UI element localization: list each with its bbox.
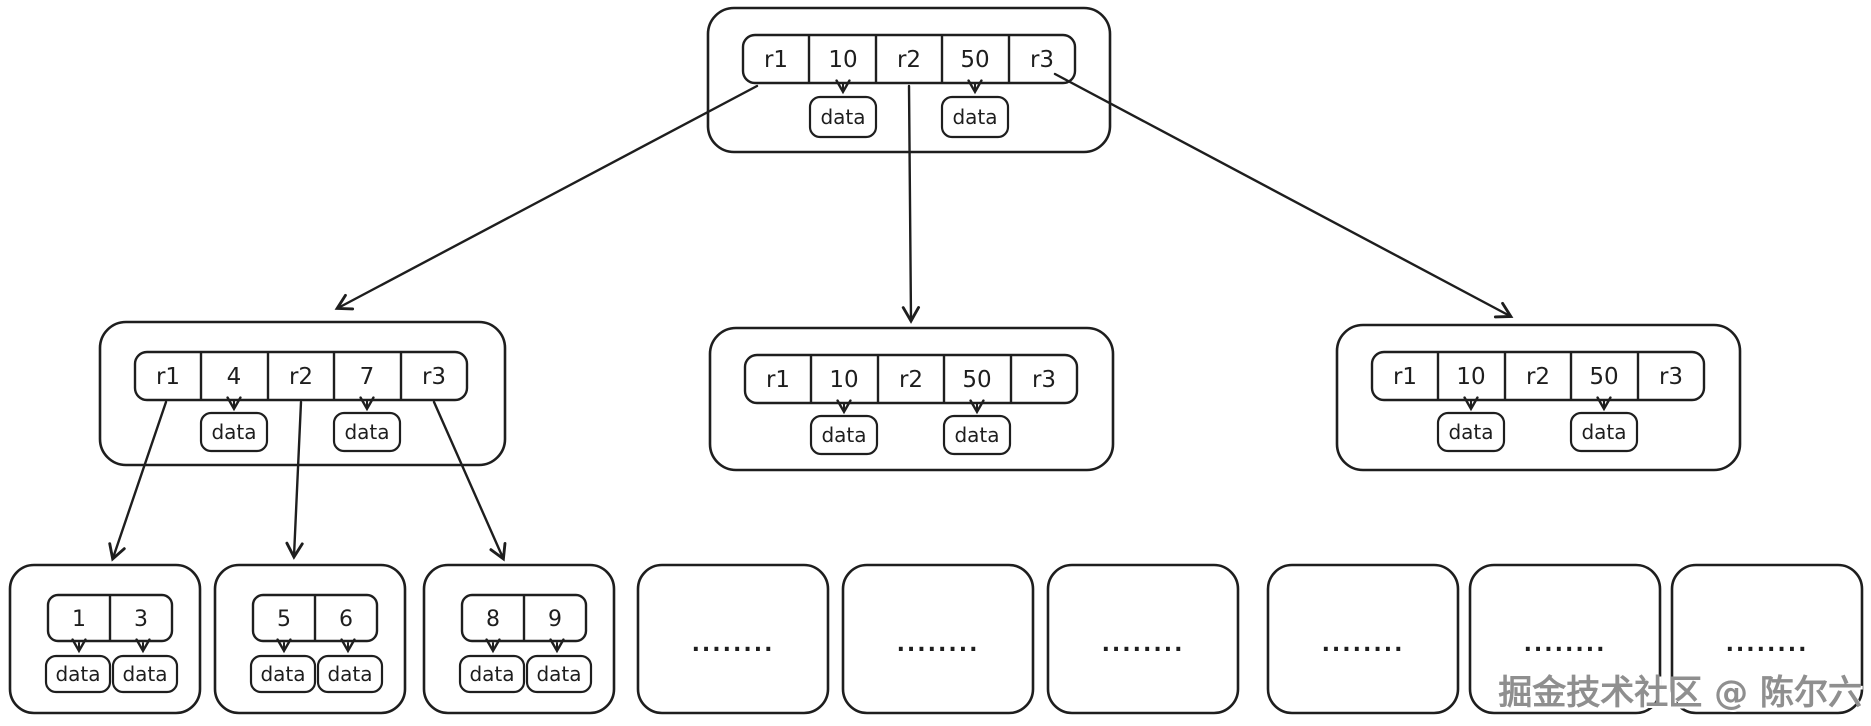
internal-node-right: r1 10 r2 50 r3 data data — [1335, 323, 1742, 472]
edge-left-to-leaf2-arrow — [285, 400, 304, 560]
internal-left-data-box — [332, 411, 402, 453]
leaf-5-dots: ........ — [897, 632, 980, 657]
edge-root-to-right-arrow — [1053, 72, 1514, 319]
internal-right-cell-row — [1370, 350, 1706, 402]
internal-left-cell-label: r2 — [289, 364, 313, 390]
leaf-2-data-label: data — [260, 662, 305, 686]
internal-left-cell-label: r3 — [422, 364, 446, 390]
leaf-node-3: 8 9 data data — [422, 563, 616, 715]
internal-middle-data-label: data — [821, 423, 866, 447]
internal-left-data-label: data — [344, 420, 389, 444]
leaf-9-box — [1670, 563, 1864, 715]
leaf-9-dots: ........ — [1726, 632, 1809, 657]
leaf-node-2: 5 6 data data — [213, 563, 407, 715]
watermark-shadow-text: 掘金技术社区 @ 陈尔六 — [1500, 675, 1864, 715]
internal-left-cell-row — [133, 350, 469, 402]
internal-right-data-box — [1569, 411, 1639, 453]
root-cell-label: 50 — [960, 47, 989, 73]
leaf-node-5: ........ — [841, 563, 1035, 715]
leaf-3-data-box — [458, 654, 526, 694]
internal-middle-cell-row — [743, 353, 1079, 405]
leaf-node-9: ........ — [1670, 563, 1864, 715]
leaf-1-data-box — [111, 654, 179, 694]
edge-root-to-left-arrow — [334, 84, 759, 311]
leaf-1-data-label: data — [55, 662, 100, 686]
leaf-node-1: 1 3 data data — [8, 563, 202, 715]
root-data-box — [940, 95, 1010, 139]
internal-node-middle: r1 10 r2 50 r3 data data — [708, 326, 1115, 472]
leaf-2-data-box — [316, 654, 384, 694]
internal-right-data-label: data — [1448, 420, 1493, 444]
internal-right-cell-label: 10 — [1456, 364, 1485, 390]
tree-edges — [108, 72, 1514, 562]
internal-left-cell-label: r1 — [156, 364, 180, 390]
leaf-3-data-label: data — [469, 662, 514, 686]
leaf-1-key: 3 — [134, 607, 148, 632]
leaf-node-7: ........ — [1266, 563, 1460, 715]
leaf-2-key: 5 — [277, 607, 291, 632]
leaf-4-dots: ........ — [692, 632, 775, 657]
leaf-node-4: ........ — [636, 563, 830, 715]
leaf-8-dots: ........ — [1524, 632, 1607, 657]
internal-left-cell-label: 7 — [360, 364, 375, 390]
internal-middle-data-box — [942, 414, 1012, 456]
edge-root-to-middle-arrow — [901, 84, 921, 324]
internal-left-cell-label: 4 — [227, 364, 242, 390]
leaf-2-key: 6 — [339, 607, 353, 632]
internal-right-data-label: data — [1581, 420, 1626, 444]
internal-right-cell-label: r3 — [1659, 364, 1683, 390]
internal-right-data-box — [1436, 411, 1506, 453]
internal-right-cell-label: r2 — [1526, 364, 1550, 390]
internal-middle-cell-label: r3 — [1032, 367, 1056, 393]
leaf-3-data-label: data — [536, 662, 581, 686]
leaf-3-key: 9 — [548, 607, 562, 632]
internal-node-left: r1 4 r2 7 r3 data data — [98, 320, 507, 467]
leaf-1-key: 1 — [72, 607, 86, 632]
leaf-8-box — [1468, 563, 1662, 715]
root-data-box — [808, 95, 878, 139]
leaf-3-key: 8 — [486, 607, 500, 632]
internal-middle-cell-label: 50 — [962, 367, 991, 393]
leaf-4-box — [636, 563, 830, 715]
internal-middle-cell-label: 10 — [829, 367, 858, 393]
root-cell-row — [741, 33, 1077, 85]
leaf-2-data-box — [249, 654, 317, 694]
leaf-1-data-label: data — [122, 662, 167, 686]
internal-right-cell-label: r1 — [1393, 364, 1417, 390]
leaf-1-data-box — [44, 654, 112, 694]
internal-middle-data-box — [809, 414, 879, 456]
leaf-3-data-box — [525, 654, 593, 694]
watermark: 掘金技术社区 @ 陈尔六 掘金技术社区 @ 陈尔六 — [1498, 673, 1864, 715]
root-cell-label: 10 — [828, 47, 857, 73]
root-cell-label: r2 — [897, 47, 921, 73]
leaf-5-box — [841, 563, 1035, 715]
leaf-node-8: ........ — [1468, 563, 1662, 715]
root-cell-label: r1 — [764, 47, 788, 73]
leaf-node-6: ........ — [1046, 563, 1240, 715]
leaf-7-box — [1266, 563, 1460, 715]
root-data-label: data — [820, 105, 865, 129]
leaf-2-data-label: data — [327, 662, 372, 686]
internal-left-data-box — [199, 411, 269, 453]
edge-left-to-leaf3-arrow — [432, 400, 507, 562]
edge-left-to-leaf1-arrow — [108, 400, 168, 562]
leaf-7-dots: ........ — [1322, 632, 1405, 657]
root-node: r1 10 r2 50 r3 data data — [706, 6, 1112, 154]
leaf-6-box — [1046, 563, 1240, 715]
root-cell-label: r3 — [1030, 47, 1054, 73]
internal-right-cell-label: 50 — [1589, 364, 1618, 390]
leaf-6-dots: ........ — [1102, 632, 1185, 657]
watermark-text: 掘金技术社区 @ 陈尔六 — [1498, 673, 1862, 713]
internal-middle-data-label: data — [954, 423, 999, 447]
internal-middle-cell-label: r1 — [766, 367, 790, 393]
internal-middle-cell-label: r2 — [899, 367, 923, 393]
internal-left-data-label: data — [211, 420, 256, 444]
root-data-label: data — [952, 105, 997, 129]
